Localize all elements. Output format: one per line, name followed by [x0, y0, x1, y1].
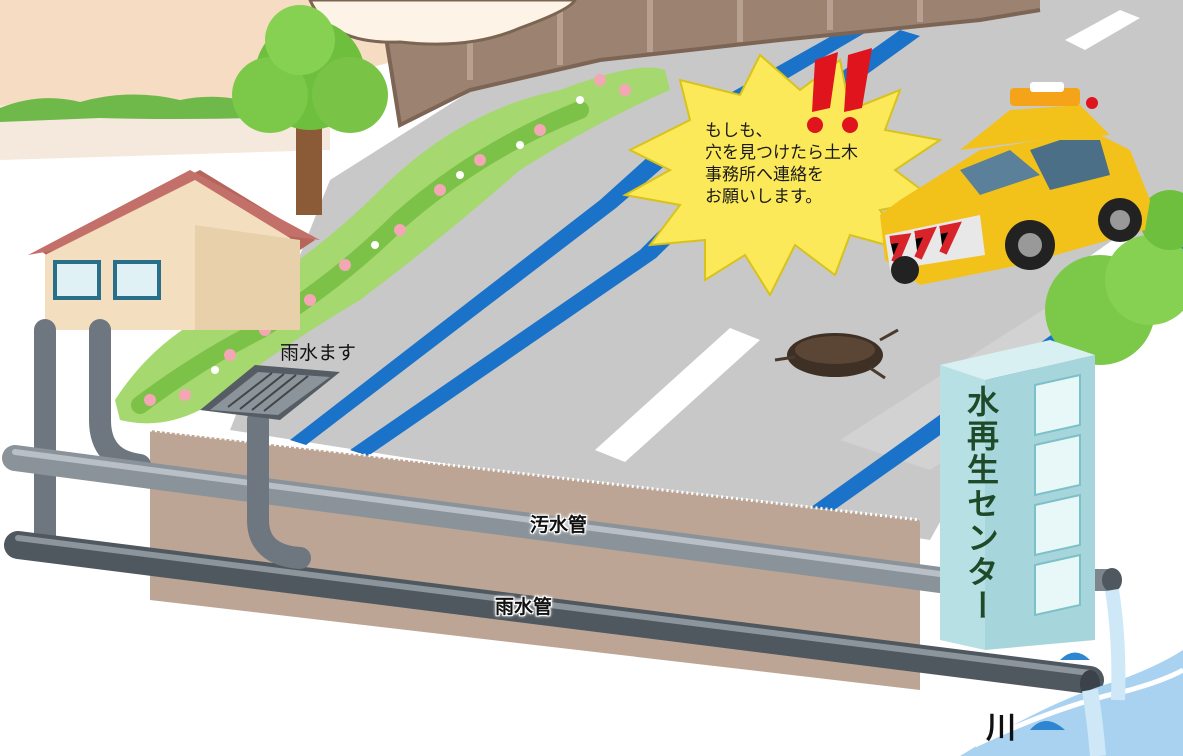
outlet-mouth — [1102, 568, 1122, 592]
speech-bubble — [622, 53, 943, 298]
speech-bubble-text: もしも、 穴を見つけたら土木 事務所へ連絡を お願いします。 — [705, 120, 935, 208]
storm-pipe-label: 雨水管 — [495, 596, 553, 618]
treatment-center-label: 水再生センター — [962, 385, 1000, 623]
patrol-car — [880, 82, 1150, 285]
river-label: 川 — [986, 711, 1016, 746]
hedge — [115, 67, 670, 424]
distant-hedge — [0, 94, 255, 122]
pothole — [774, 328, 899, 380]
tree — [232, 5, 388, 215]
house — [28, 170, 320, 330]
right-bushes — [1045, 190, 1183, 365]
sewage-pipe-label: 汚水管 — [530, 514, 588, 536]
treatment-center-building — [940, 340, 1095, 650]
bubble-line-1: もしも、 — [705, 121, 773, 141]
bubble-line-2: 穴を見つけたら土木 — [705, 143, 858, 163]
storm-inlet-label: 雨水ます — [280, 342, 357, 364]
bubble-line-4: お願いします。 — [705, 187, 823, 207]
bubble-line-3: 事務所へ連絡を — [705, 165, 824, 185]
storm-inlet-grate — [200, 365, 340, 420]
exclamation-marks — [807, 48, 872, 133]
river — [960, 588, 1183, 756]
